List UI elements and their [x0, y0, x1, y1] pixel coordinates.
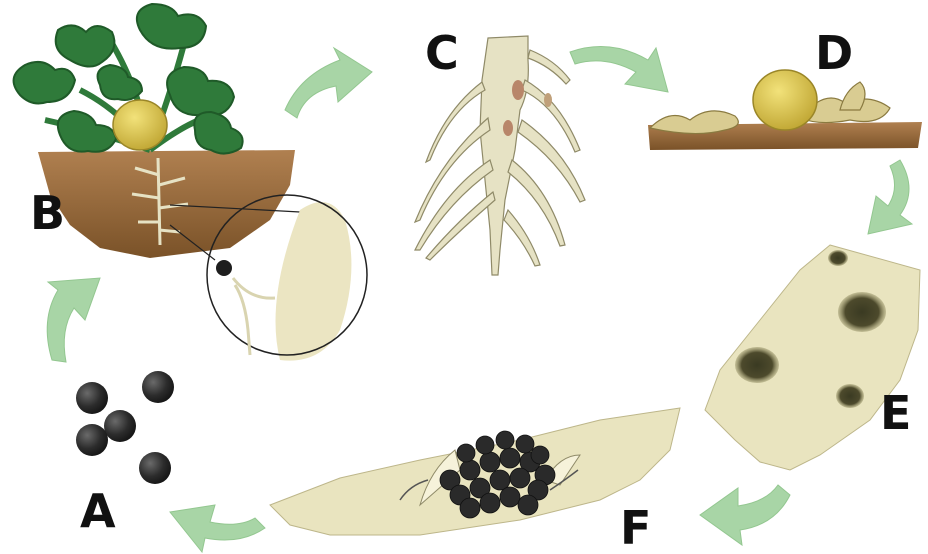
spore: [104, 410, 136, 442]
stage-label-b: B: [30, 190, 65, 236]
arrow-e-to-f: [700, 485, 790, 545]
stage-d-gall-on-soil: [648, 70, 922, 150]
stage-label-d: D: [815, 30, 853, 76]
stage-label-c: C: [425, 30, 459, 76]
stage-a-spores: [76, 371, 174, 484]
lesion: [735, 347, 779, 383]
spore: [76, 382, 108, 414]
root-gall: [113, 100, 167, 150]
lesion: [838, 292, 886, 332]
spore: [139, 452, 171, 484]
root-gall: [753, 70, 817, 130]
stage-label-e: E: [880, 390, 911, 436]
arrow-d-to-e: [868, 160, 912, 234]
lesion: [836, 384, 864, 408]
arrow-b-to-c: [285, 48, 372, 118]
arrow-c-to-d: [570, 47, 668, 92]
stage-label-a: A: [80, 488, 116, 534]
zoospore: [216, 260, 232, 276]
lesion: [828, 250, 848, 266]
arrow-a-to-b: [47, 278, 100, 362]
stage-label-f: F: [620, 505, 651, 551]
arrow-f-to-a: [170, 505, 265, 552]
spore: [76, 424, 108, 456]
spore: [142, 371, 174, 403]
stage-f-spore-mass: [270, 408, 680, 535]
soil-block: [38, 150, 295, 258]
